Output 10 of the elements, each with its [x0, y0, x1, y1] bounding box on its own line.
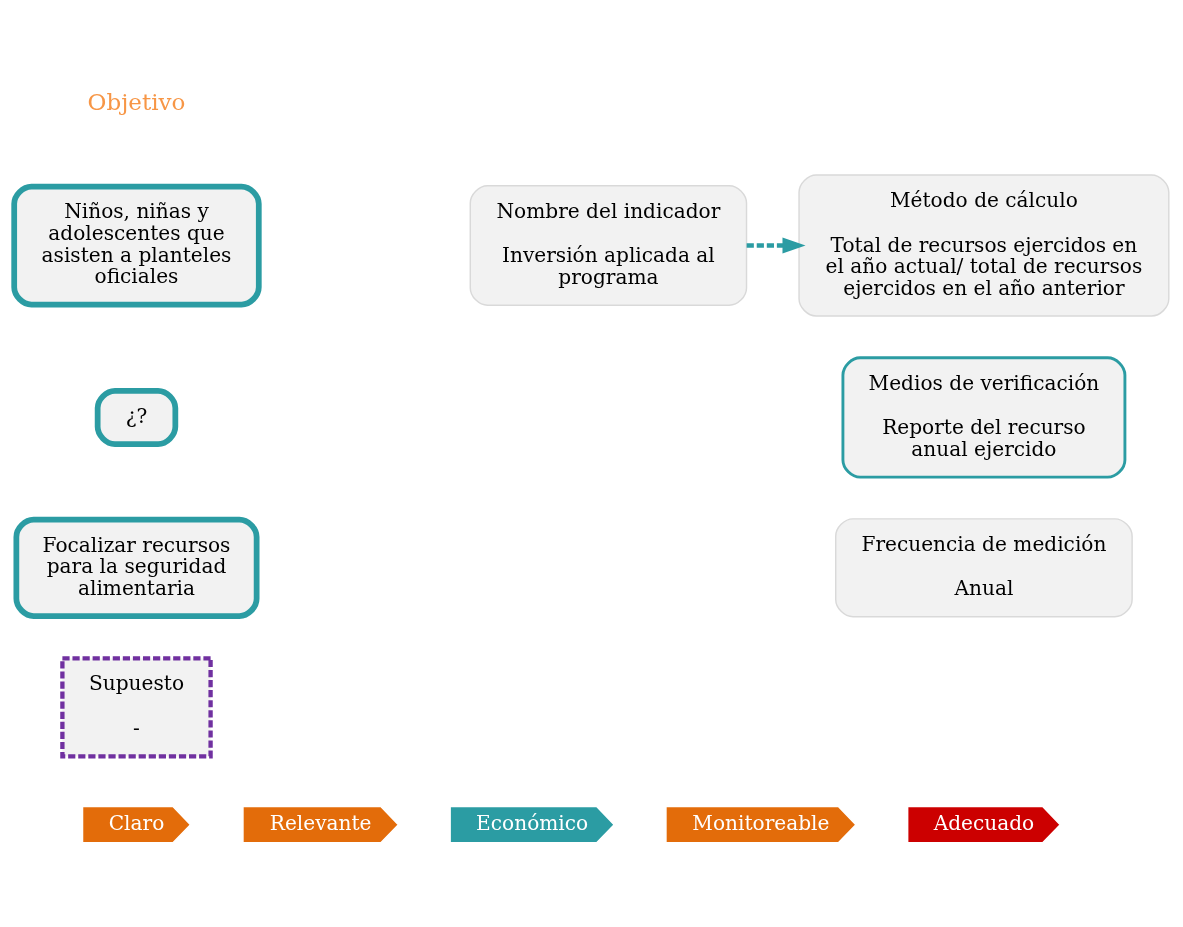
node-box: Método de cálculo Total de recursos ejercidos en el año actual/ total de recursos ejercidos en el año anterior	[798, 174, 1170, 317]
node-box: Medios de verificación Reporte del recurso anual ejercido	[841, 356, 1127, 479]
node-box: Nombre del indicador Inversión aplicada al programa	[469, 185, 748, 306]
node-box: Niños, niñas y adolescentes que asisten a planteles oficiales	[11, 183, 262, 308]
arrow	[746, 237, 806, 254]
label: Objetivo	[87, 89, 186, 115]
node-box: Frecuencia de medición Anual	[835, 518, 1133, 618]
node-box: Focalizar recursos para la seguridad alimentaria	[13, 516, 260, 619]
node-box: Supuesto -	[60, 656, 213, 759]
node-box: ¿?	[94, 387, 179, 447]
